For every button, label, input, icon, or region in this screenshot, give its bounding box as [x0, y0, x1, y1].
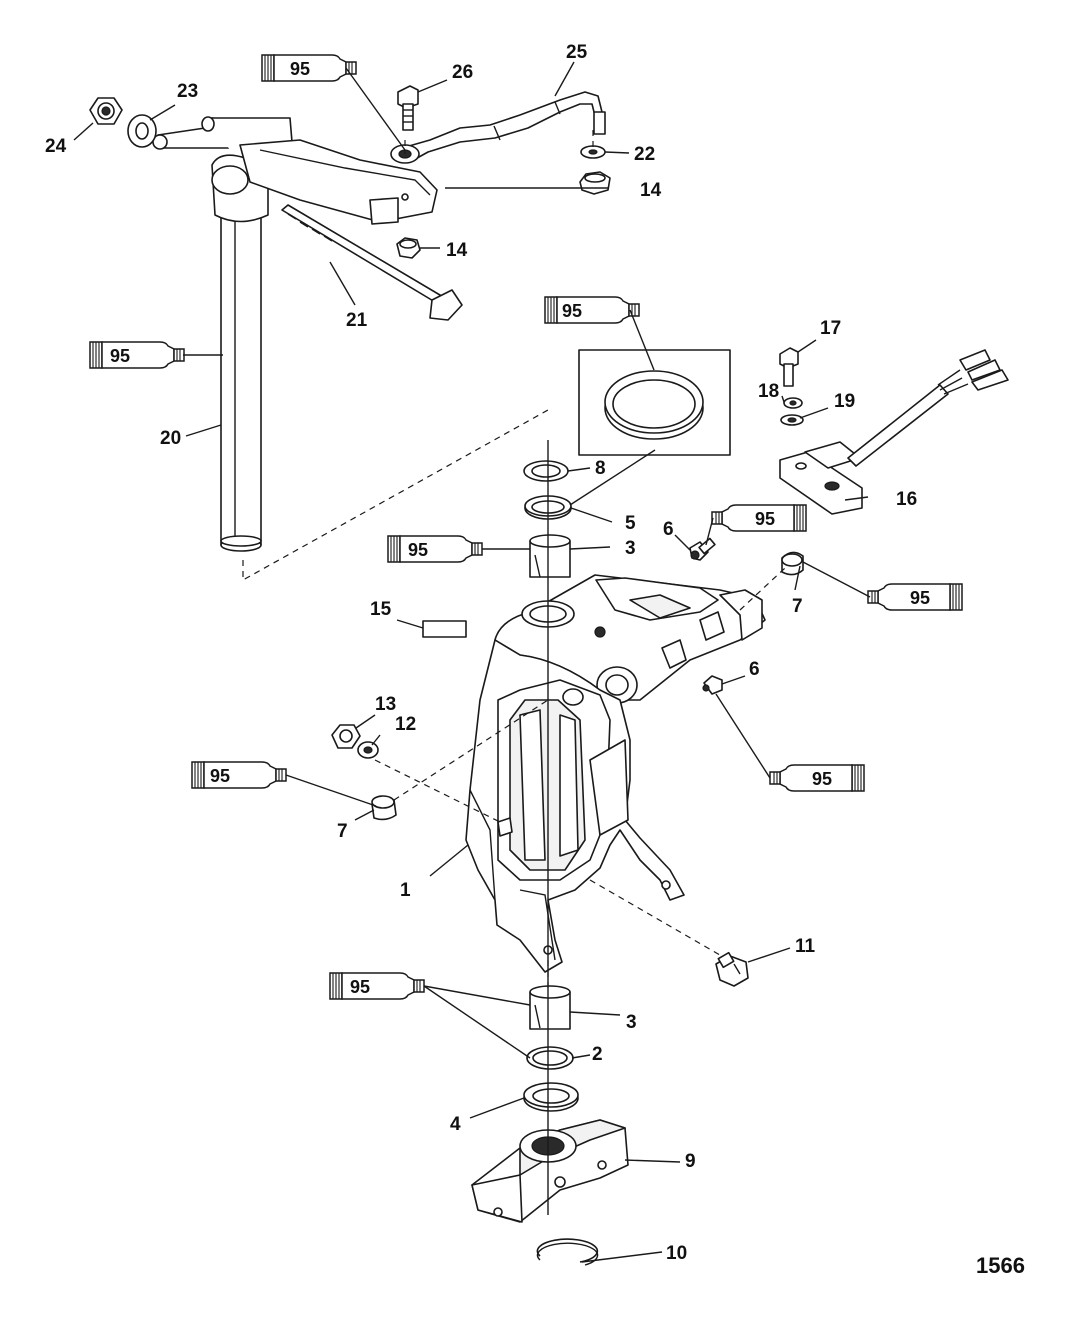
tube-label: 95 [210, 766, 230, 786]
callout-7-right: 7 [792, 596, 803, 617]
callout-6-upper: 6 [663, 519, 674, 540]
trim-sender-16 [779, 349, 1009, 515]
lubricant-tube-95-upper-bushing: 95 [387, 535, 483, 563]
lubricant-tube-95-top-left: 95 [261, 54, 357, 82]
grease-fitting-6-upper [689, 537, 716, 561]
lubricant-tube-95-seal: 95 [544, 296, 640, 324]
callout-10: 10 [666, 1243, 687, 1264]
tube-label: 95 [350, 977, 370, 997]
callout-19: 19 [834, 391, 855, 412]
callout-20: 20 [160, 428, 181, 449]
callout-labels: 1 2 3 3 4 5 6 6 7 7 8 9 10 11 12 13 14 1… [45, 42, 917, 1264]
bushing-7-right [781, 551, 804, 576]
through-bolt-21 [281, 204, 463, 321]
bushing-7-left [371, 795, 397, 821]
callout-13: 13 [375, 694, 396, 715]
lubricant-tube-95-lower-bushing: 95 [329, 972, 425, 1000]
callout-6-lower: 6 [749, 659, 760, 680]
swivel-bracket-1 [465, 574, 766, 973]
washer-2 [526, 1046, 574, 1070]
seal-detail-inset [578, 349, 731, 456]
alignment-lines [242, 130, 786, 1215]
tube-label: 95 [290, 59, 310, 79]
washer-12 [357, 741, 379, 759]
bolt-26 [397, 85, 419, 131]
callout-1: 1 [400, 880, 411, 901]
callout-12: 12 [395, 714, 416, 735]
callout-23: 23 [177, 81, 198, 102]
callout-8: 8 [595, 458, 606, 479]
screw-17 [779, 347, 799, 387]
washer-19 [780, 414, 804, 426]
tube-label: 95 [755, 509, 775, 529]
seal-4 [523, 1082, 579, 1112]
washer-22 [580, 145, 606, 159]
figure-id: 1566 [976, 1253, 1025, 1278]
callout-11: 11 [795, 936, 816, 957]
bushing-3-lower [529, 985, 571, 1030]
nut-13 [331, 724, 361, 749]
callout-21: 21 [346, 310, 368, 331]
callout-14-upper: 14 [640, 180, 662, 201]
lubricant-tube-95-left-bushing: 95 [191, 761, 287, 789]
locknut-14-lower [396, 237, 421, 259]
tube-label: 95 [910, 588, 930, 608]
tube-label: 95 [562, 301, 582, 321]
callout-25: 25 [566, 42, 588, 63]
thrust-washer-8 [523, 460, 569, 482]
callout-14-lower: 14 [446, 240, 468, 261]
callout-9: 9 [685, 1151, 696, 1172]
callout-2: 2 [592, 1044, 603, 1065]
tube-label: 95 [408, 540, 428, 560]
screw-11 [715, 951, 749, 987]
retaining-ring-10 [536, 1238, 599, 1266]
leader-lines [73, 61, 871, 1263]
grease-fitting-6-lower [702, 675, 723, 695]
callout-3-upper: 3 [625, 538, 636, 559]
callout-17: 17 [820, 318, 841, 339]
decal-15 [422, 620, 467, 638]
callout-16: 16 [896, 489, 917, 510]
tube-label: 95 [110, 346, 130, 366]
bushing-3-upper [529, 534, 571, 578]
callout-3-lower: 3 [626, 1012, 637, 1033]
callout-15: 15 [370, 599, 392, 620]
steering-arm-assembly [152, 116, 438, 552]
callout-26: 26 [452, 62, 473, 83]
callout-7-left: 7 [337, 821, 348, 842]
lower-yoke-9 [471, 1119, 629, 1223]
callout-24: 24 [45, 136, 67, 157]
lockwasher-18 [783, 397, 803, 409]
tube-label: 95 [812, 769, 832, 789]
locknut-24 [89, 97, 123, 125]
locknut-14-upper [579, 171, 611, 195]
washer-23 [127, 114, 157, 148]
callout-5: 5 [625, 513, 636, 534]
lubricant-tube-95-steering-tube: 95 [89, 341, 185, 369]
callout-4: 4 [450, 1114, 461, 1135]
callout-18: 18 [758, 381, 779, 402]
callout-22: 22 [634, 144, 655, 165]
tie-rod-25 [390, 91, 606, 164]
